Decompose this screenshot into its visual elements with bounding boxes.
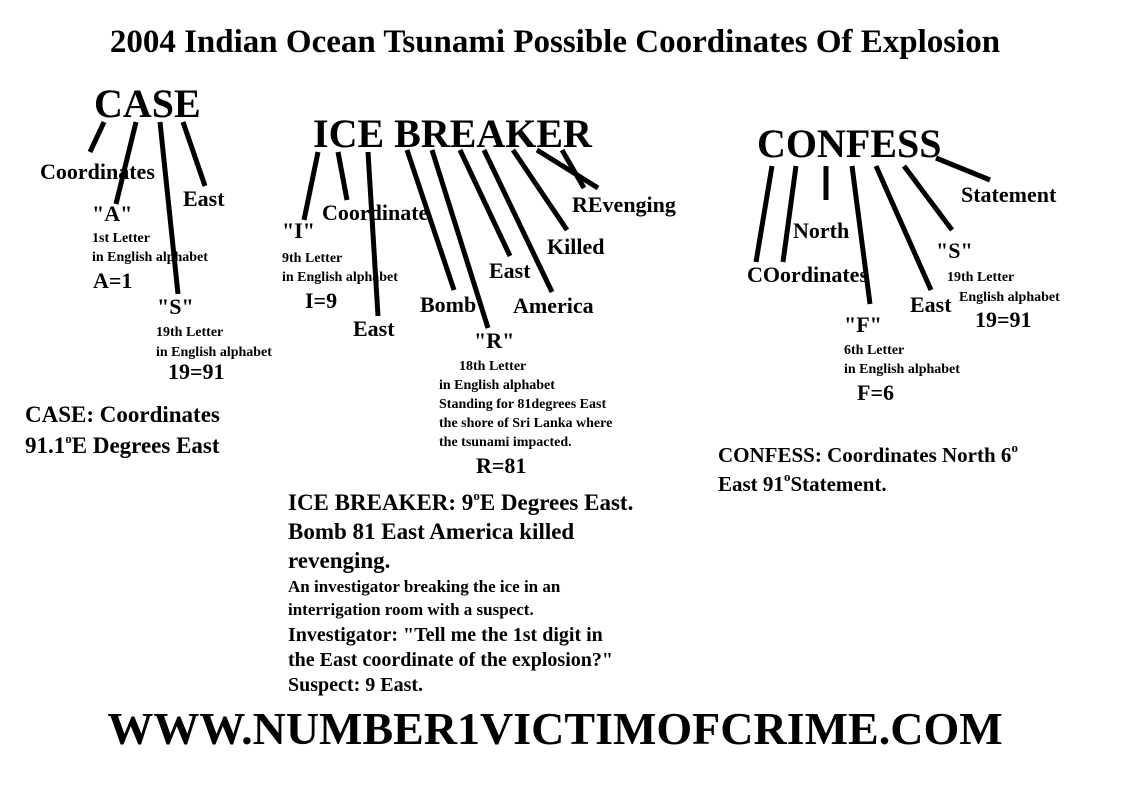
- line-ice-i: [301, 151, 321, 221]
- ice-bomb-label: Bomb: [420, 292, 477, 317]
- case-east-label: East: [183, 186, 225, 211]
- line-confess-f: [849, 165, 873, 305]
- confess-coordinates-label: COordinates: [747, 262, 868, 287]
- ice-revenging-label: REvenging: [572, 192, 676, 217]
- case-s-letter: "S": [157, 294, 194, 319]
- ice-i-letter: "I": [282, 218, 315, 243]
- line-ice-revenging1: [535, 147, 600, 191]
- ice-i-value: I=9: [305, 288, 338, 313]
- ice-r-note-3: Standing for 81degrees East: [439, 397, 607, 412]
- line-ice-coordinate: [335, 151, 350, 201]
- ice-r-note-2: in English alphabet: [439, 378, 555, 393]
- line-ice-america: [481, 148, 555, 294]
- footer-url: WWW.NUMBER1VICTIMOFCRIME.COM: [107, 703, 1003, 754]
- line-case-a: [113, 121, 139, 205]
- confess-word: CONFESS: [757, 121, 942, 166]
- ice-summary-line-4: An investigator breaking the ice in an: [288, 577, 561, 596]
- line-ice-east2: [457, 148, 513, 258]
- ice-summary-line-3: revenging.: [288, 548, 391, 573]
- ice-summary-line-1: ICE BREAKER: 9oE Degrees East.: [288, 488, 634, 515]
- line-ice-r: [429, 149, 491, 329]
- confess-f-value: F=6: [857, 380, 894, 405]
- ice-summary-line-8: Suspect: 9 East.: [288, 674, 424, 696]
- confess-summary-line-2: East 91oStatement.: [718, 469, 887, 496]
- case-s-note-1: 19th Letter: [156, 325, 224, 340]
- ice-i-note-2: in English alphabet: [282, 270, 398, 285]
- ice-killed-label: Killed: [547, 234, 605, 259]
- ice-r-value: R=81: [476, 453, 527, 478]
- line-confess-co2: [780, 165, 799, 263]
- line-ice-revenging2: [559, 148, 587, 190]
- case-a-note-1: 1st Letter: [92, 231, 150, 246]
- case-summary-line-2: 91.1oE Degrees East: [25, 431, 220, 458]
- line-case-east: [180, 121, 208, 187]
- line-case-s: [157, 121, 181, 295]
- ice-east-label-1: East: [353, 316, 395, 341]
- confess-statement-label: Statement: [961, 182, 1057, 207]
- ice-coordinate-label: Coordinate: [322, 200, 429, 225]
- case-s-value: 19=91: [168, 359, 225, 384]
- case-word: CASE: [94, 81, 201, 126]
- ice-r-letter: "R": [474, 328, 515, 353]
- confess-summary-line-1: CONFESS: Coordinates North 6o: [718, 440, 1018, 467]
- ice-r-note-5: the tsunami impacted.: [439, 435, 572, 450]
- confess-s-letter: "S": [936, 238, 973, 263]
- confess-s-note-2: English alphabet: [959, 290, 1060, 305]
- case-coordinates-label: Coordinates: [40, 159, 155, 184]
- line-confess-statement: [935, 155, 991, 183]
- confess-north-label: North: [793, 218, 850, 243]
- ice-summary-line-7: the East coordinate of the explosion?": [288, 649, 613, 671]
- case-a-note-2: in English alphabet: [92, 250, 208, 265]
- ice-breaker-word: ICE BREAKER: [313, 111, 592, 156]
- confess-east-label: East: [910, 292, 952, 317]
- line-ice-east1: [365, 151, 381, 317]
- ice-r-note-1: 18th Letter: [459, 359, 527, 374]
- confess-s-value: 19=91: [975, 307, 1032, 332]
- ice-i-note-1: 9th Letter: [282, 251, 343, 266]
- ice-summary-line-5: interrigation room with a suspect.: [288, 600, 534, 619]
- line-case-coordinates: [87, 120, 107, 154]
- ice-summary-line-2: Bomb 81 East America killed: [288, 519, 575, 544]
- confess-f-letter: "F": [844, 312, 882, 337]
- line-ice-bomb: [404, 149, 457, 291]
- case-summary-line-1: CASE: Coordinates: [25, 402, 220, 427]
- confess-f-note-1: 6th Letter: [844, 343, 905, 358]
- case-a-value: A=1: [93, 268, 133, 293]
- page-title: 2004 Indian Ocean Tsunami Possible Coord…: [109, 24, 1001, 60]
- line-confess-s: [902, 164, 954, 232]
- line-ice-killed: [510, 148, 570, 232]
- confess-f-note-2: in English alphabet: [844, 362, 960, 377]
- case-s-note-2: in English alphabet: [156, 345, 272, 360]
- line-confess-east: [873, 164, 934, 292]
- confess-s-note-1: 19th Letter: [947, 270, 1015, 285]
- line-confess-co1: [753, 165, 775, 263]
- ice-east-label-2: East: [489, 258, 531, 283]
- case-a-letter: "A": [92, 201, 133, 226]
- ice-r-note-4: the shore of Sri Lanka where: [439, 416, 613, 431]
- ice-america-label: America: [513, 293, 594, 318]
- ice-summary-line-6: Investigator: "Tell me the 1st digit in: [288, 624, 603, 646]
